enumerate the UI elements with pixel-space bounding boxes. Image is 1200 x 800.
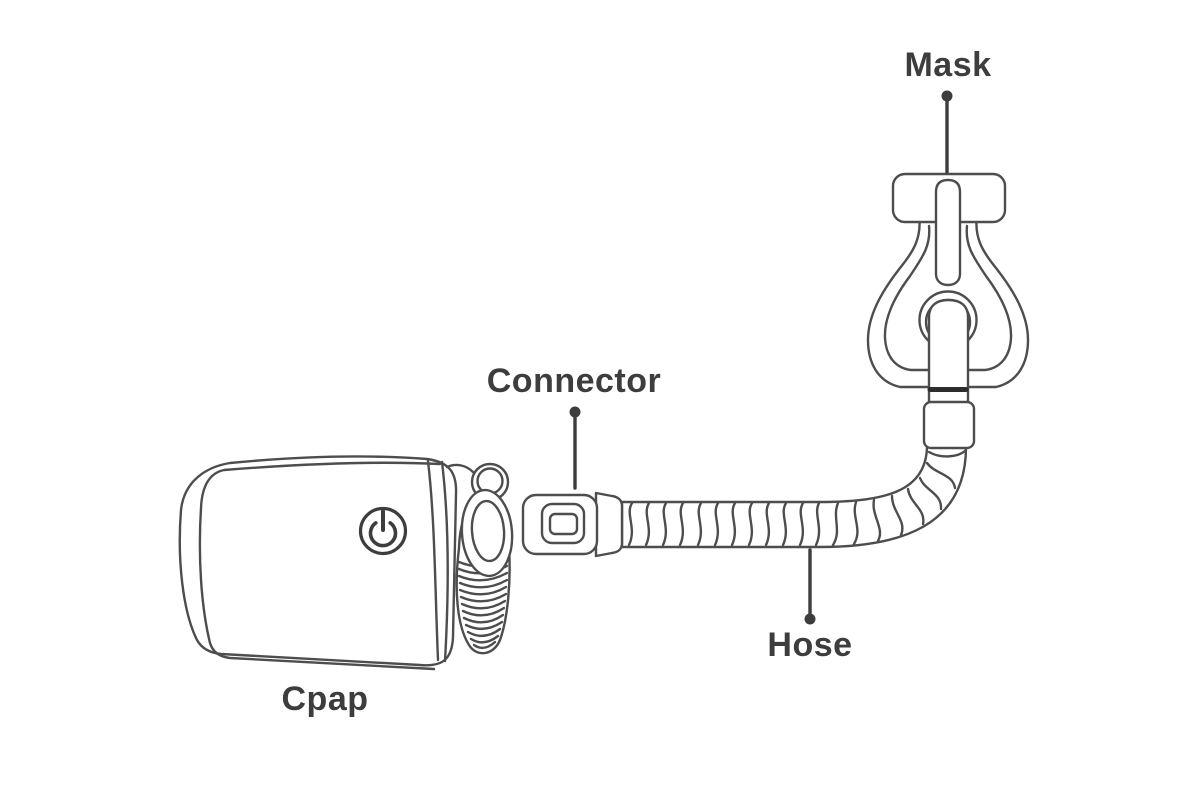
connector-leader bbox=[569, 406, 581, 490]
cpap-side-band-line-1 bbox=[426, 459, 440, 662]
mask-hose-cuff bbox=[922, 400, 976, 450]
cpap-outlet-oval-inner bbox=[470, 499, 506, 563]
hose-leader-dot bbox=[804, 613, 816, 625]
connector-drawing bbox=[521, 491, 624, 558]
cpap-top-housing-line bbox=[445, 463, 475, 474]
cpap-machine-drawing bbox=[178, 455, 514, 671]
cpap-body-shell bbox=[178, 455, 458, 667]
hose-ribs bbox=[627, 449, 967, 547]
mask-clip-slot bbox=[934, 178, 962, 287]
mask-leader bbox=[941, 90, 953, 174]
cpap-label: Cpap bbox=[281, 680, 369, 718]
hose-label: Hose bbox=[767, 626, 853, 664]
power-icon bbox=[358, 506, 408, 556]
mask-label: Mask bbox=[904, 46, 992, 84]
hose-drawing bbox=[620, 445, 968, 549]
connector-label: Connector bbox=[486, 362, 662, 400]
mask-leader-dot bbox=[941, 90, 953, 102]
connector-leader-dot bbox=[569, 406, 581, 418]
hose-outline bbox=[620, 445, 968, 549]
connector-clip-inner bbox=[548, 512, 579, 536]
leader-lines bbox=[569, 90, 953, 625]
connector-cuff bbox=[594, 491, 624, 558]
mask-swivel-tube bbox=[927, 298, 970, 407]
cpap-side-band-line-2 bbox=[440, 460, 449, 663]
cpap-front-panel-line bbox=[198, 461, 442, 671]
mask-drawing bbox=[866, 172, 1030, 450]
hose-leader bbox=[804, 548, 816, 625]
